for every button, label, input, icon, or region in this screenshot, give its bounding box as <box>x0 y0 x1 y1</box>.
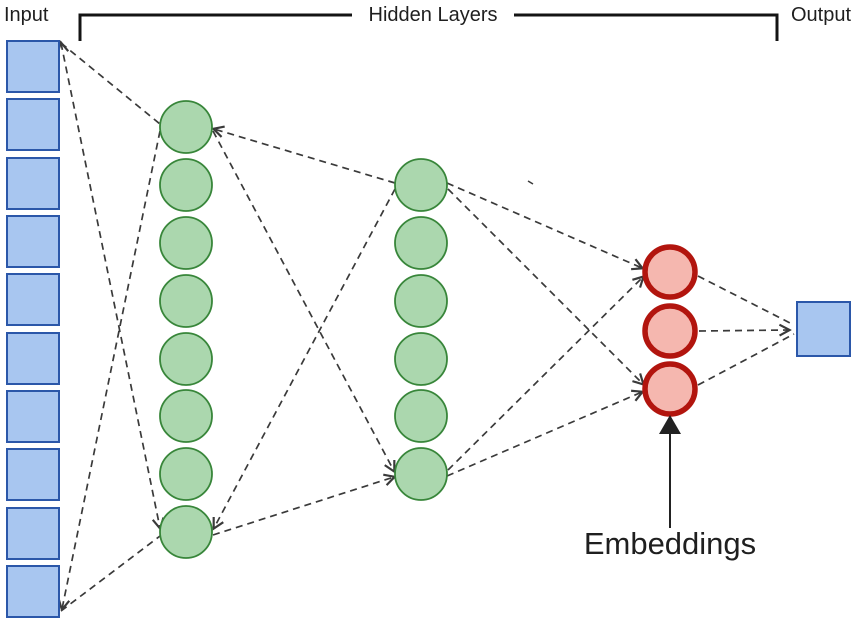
hidden-node-circle-layer2 <box>394 274 448 328</box>
input-layer-label: Input <box>4 4 49 26</box>
input-node-square <box>6 98 60 151</box>
connection-line <box>697 275 795 326</box>
connection-line <box>60 535 161 612</box>
connection-line <box>60 42 161 125</box>
input-node-square <box>6 273 60 326</box>
hidden-node-circle-layer2 <box>394 389 448 443</box>
embedding-node-circle <box>642 361 698 417</box>
connection-line <box>212 477 394 536</box>
hidden-node-circle-layer1 <box>159 216 213 270</box>
embeddings-label: Embeddings <box>583 526 757 561</box>
embedding-node-circle <box>642 303 698 359</box>
input-node-square <box>6 565 60 618</box>
embedding-node-circle <box>642 244 698 300</box>
embeddings-pointer-arrowhead-icon <box>659 415 681 434</box>
hidden-node-circle-layer2 <box>394 216 448 270</box>
hidden-node-circle-layer1 <box>159 332 213 386</box>
hidden-node-circle-layer2 <box>394 332 448 386</box>
hidden-node-circle-layer1 <box>159 274 213 328</box>
input-node-square <box>6 390 60 443</box>
hidden-layers-label: Hidden Layers <box>352 3 514 27</box>
hidden-node-circle-layer2 <box>394 447 448 501</box>
input-node-square <box>6 332 60 385</box>
connection-line <box>61 43 160 528</box>
hidden-node-circle-layer1 <box>159 158 213 212</box>
stray-mark <box>527 180 534 185</box>
output-node-square <box>796 301 851 357</box>
hidden-node-circle-layer1 <box>159 100 213 154</box>
hidden-node-circle-layer1 <box>159 505 213 559</box>
hidden-node-circle-layer1 <box>159 447 213 501</box>
connection-line <box>447 277 643 471</box>
connection-line <box>697 333 795 386</box>
hidden-node-circle-layer2 <box>394 158 448 212</box>
connection-line <box>214 188 396 528</box>
hidden-node-circle-layer1 <box>159 389 213 443</box>
input-node-square <box>6 157 60 210</box>
input-node-square <box>6 215 60 268</box>
input-node-square <box>6 448 60 501</box>
connection-line <box>62 130 161 609</box>
connection-line <box>698 330 789 331</box>
output-layer-label: Output <box>791 4 852 26</box>
connection-line <box>446 392 642 477</box>
connection-line <box>214 129 396 184</box>
connection-line <box>446 182 642 268</box>
input-node-square <box>6 507 60 560</box>
input-node-square <box>6 40 60 93</box>
connection-line <box>212 130 394 471</box>
connection-line <box>447 188 643 384</box>
